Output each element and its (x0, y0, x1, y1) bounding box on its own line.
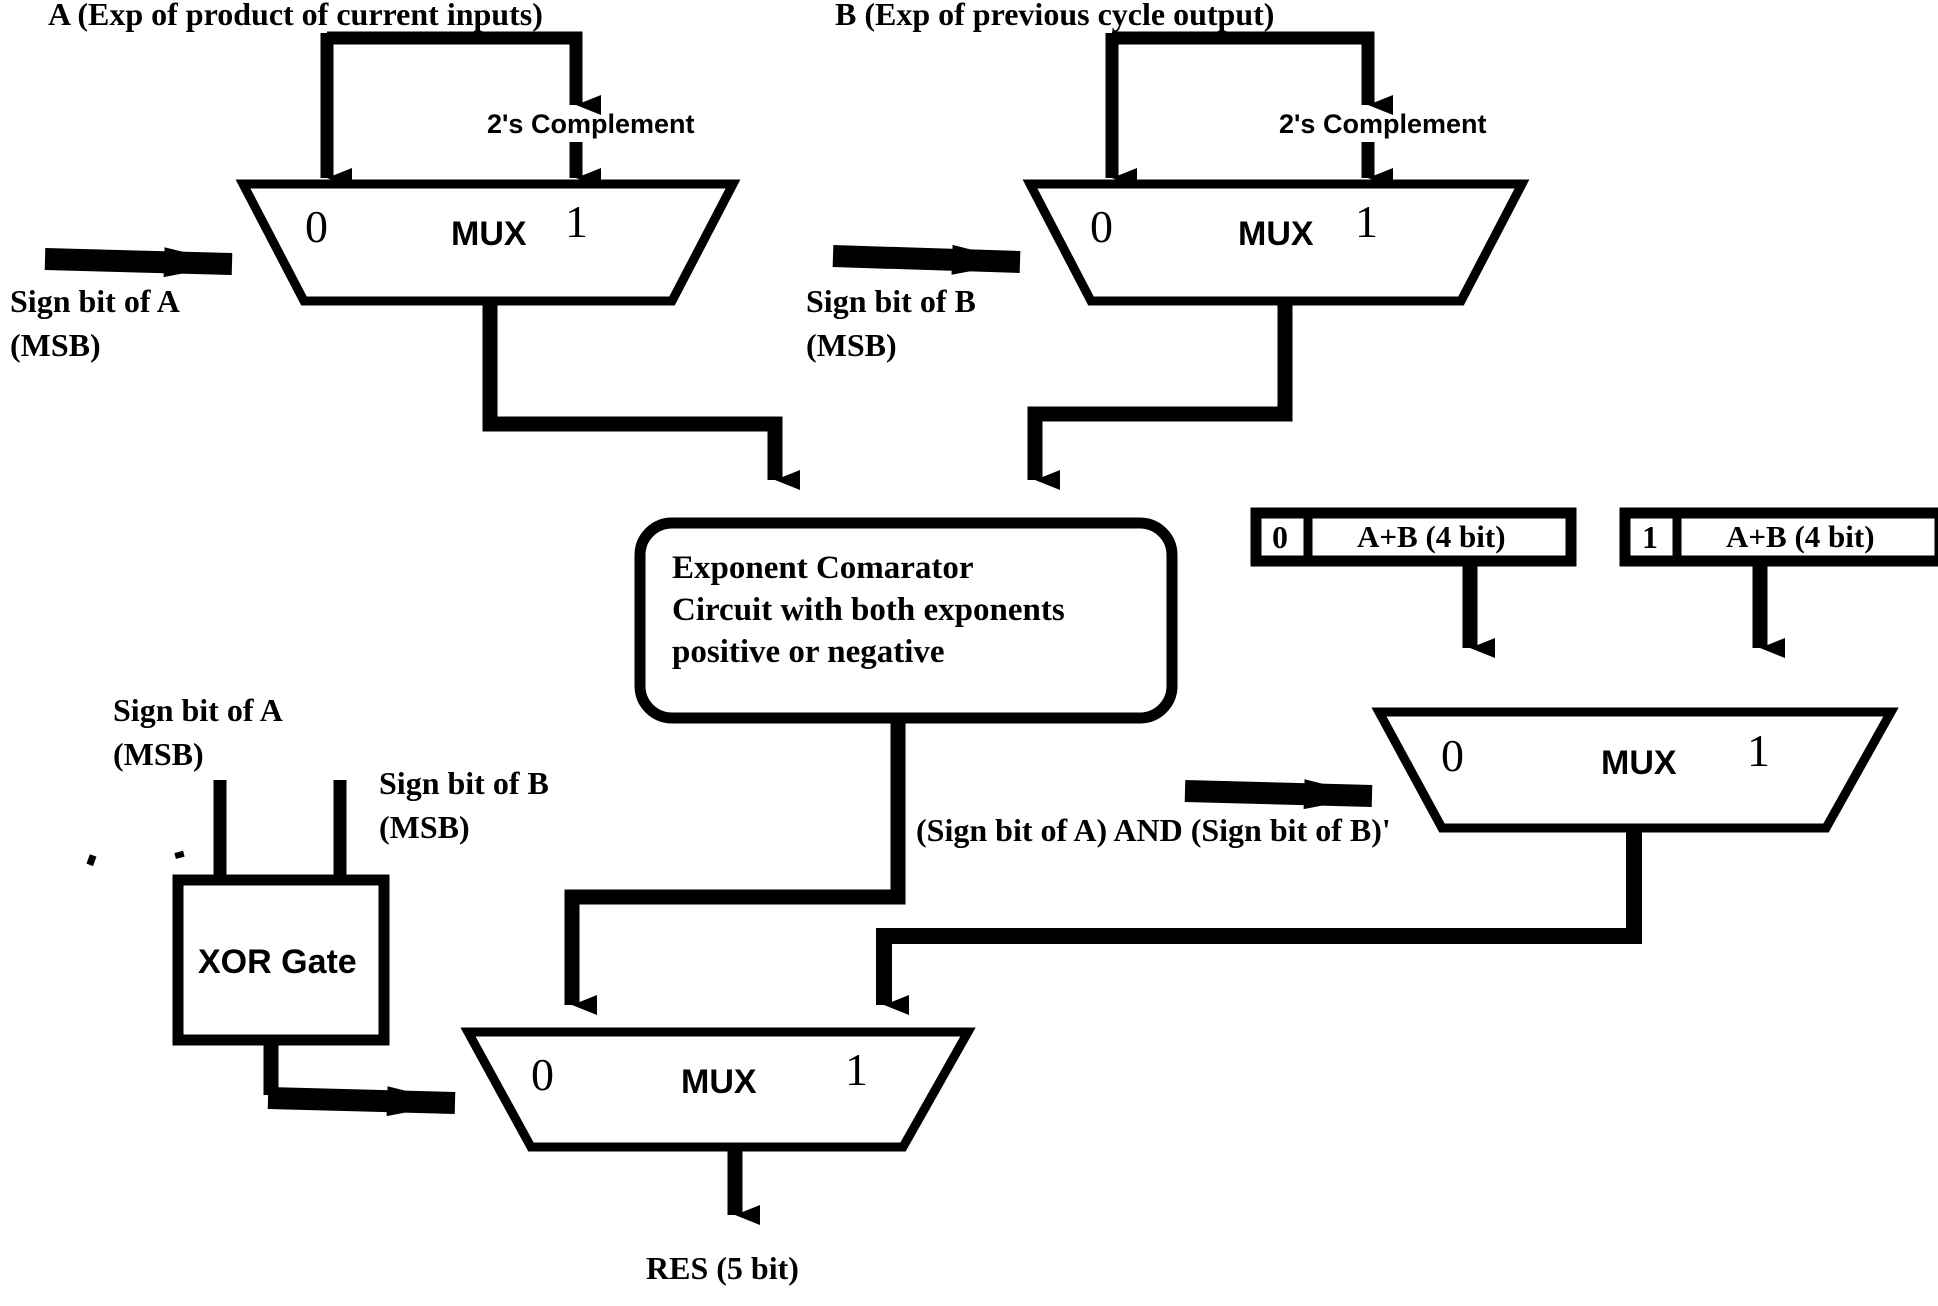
mux-a-select-label-line2: (MSB) (10, 327, 101, 363)
comparator-line-2: Circuit with both exponents (672, 592, 1065, 628)
mux-a-select-arrow (44, 247, 233, 278)
sum-box-1-shape (1619, 507, 1938, 567)
wire-xor-inputs (213, 780, 347, 880)
mux-a-shape (235, 179, 741, 306)
mux-right-select-label: (Sign bit of A) AND (Sign bit of B)' (916, 812, 1391, 848)
stray-marks (86, 850, 185, 867)
xor-input-a-line1: Sign bit of A (113, 692, 283, 728)
mux-out-label: MUX (681, 1063, 757, 1101)
mux-a-label: MUX (451, 215, 527, 253)
mux-b-port-1: 1 (1355, 196, 1378, 247)
wire-mux-right-to-mux-out (876, 828, 1642, 1015)
comparator-line-1: Exponent Comarator (672, 550, 974, 586)
mux-out-select-arrow (267, 1086, 456, 1117)
twos-complement-b-label: 2's Complement (1279, 109, 1487, 139)
xor-gate-shape (172, 874, 390, 1046)
mux-right-select-arrow (1184, 779, 1373, 810)
sum-box-1-bit: 1 (1642, 519, 1658, 555)
xor-gate-label: XOR Gate (198, 943, 357, 981)
comparator-shape (634, 517, 1178, 724)
xor-input-b-line1: Sign bit of B (379, 765, 549, 801)
output-res-label: RES (5 bit) (646, 1250, 799, 1286)
mux-b-select-label-line2: (MSB) (806, 327, 897, 363)
mux-right-port-0: 0 (1441, 730, 1464, 781)
input-b-label: B (Exp of previous cycle output) (835, 0, 1275, 32)
mux-a-port-1: 1 (565, 196, 588, 247)
wire-mux-b-to-comparator (1027, 301, 1293, 490)
mux-b-select-arrow (832, 244, 1021, 275)
input-a-label: A (Exp of product of current inputs) (48, 0, 543, 32)
mux-out-port-0: 0 (531, 1049, 554, 1100)
mux-b-port-0: 0 (1090, 201, 1113, 252)
mux-b-select-label-line1: Sign bit of B (806, 283, 976, 319)
mux-out-shape (460, 1027, 976, 1152)
mux-b-label: MUX (1238, 215, 1314, 253)
comparator-line-3: positive or negative (672, 634, 945, 670)
sum-box-1-label: A+B (4 bit) (1726, 519, 1875, 554)
mux-a-select-label-line1: Sign bit of A (10, 283, 180, 319)
mux-out-port-1: 1 (845, 1044, 868, 1095)
twos-complement-a-label: 2's Complement (487, 109, 695, 139)
mux-a-port-0: 0 (305, 201, 328, 252)
mux-right-port-1: 1 (1747, 725, 1770, 776)
xor-input-b-line2: (MSB) (379, 809, 470, 845)
mux-right-shape (1371, 707, 1899, 833)
sum-box-0-bit: 0 (1272, 519, 1288, 555)
wire-group-top-a (320, 31, 601, 188)
wire-comparator-to-mux-out (564, 718, 906, 1015)
wire-mux-a-to-comparator (482, 301, 800, 490)
mux-right-label: MUX (1601, 744, 1677, 782)
xor-input-a-line2: (MSB) (113, 736, 204, 772)
sum-box-0-shape (1250, 507, 1577, 567)
mux-b-shape (1022, 179, 1530, 306)
wire-group-top-b (1105, 31, 1393, 188)
sum-box-0-label: A+B (4 bit) (1357, 519, 1506, 554)
